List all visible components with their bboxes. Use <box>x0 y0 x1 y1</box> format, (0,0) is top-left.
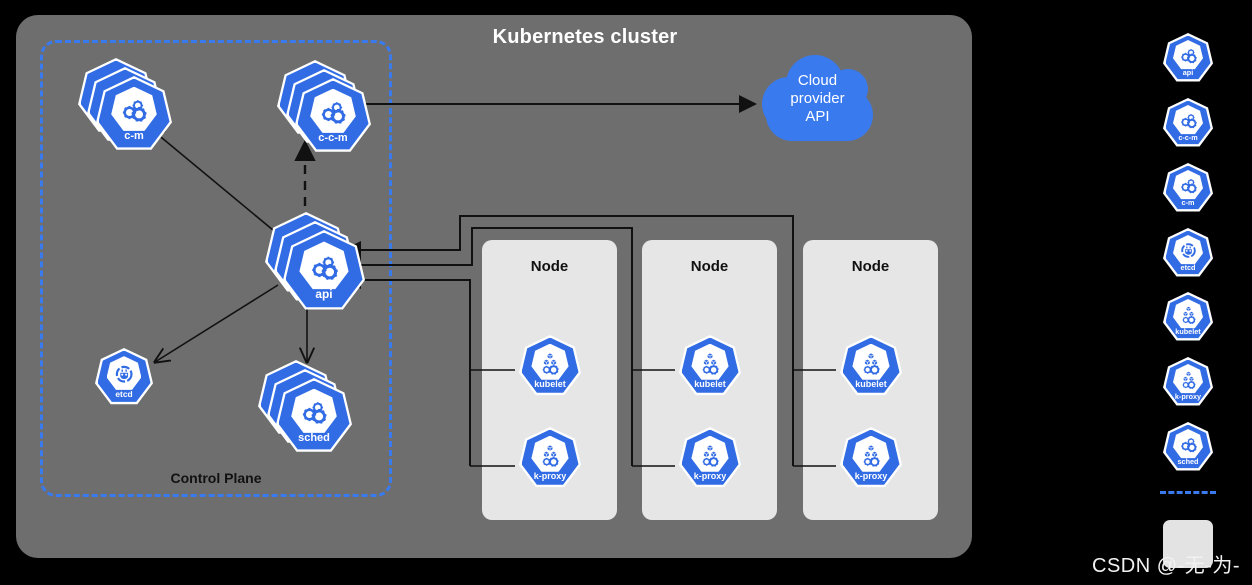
cubes-gears-glyph <box>542 353 559 375</box>
page-title: Kubernetes cluster <box>492 26 678 48</box>
gears-glyph <box>1180 179 1197 194</box>
control-plane-component-icon-c-m[interactable]: c-m <box>78 58 172 152</box>
legend: api c-c-m c-m etcd kubelet k-proxy sched <box>1140 30 1240 560</box>
legend-item-icon-kubelet[interactable]: kubelet <box>1163 292 1213 342</box>
node-component-icon-k-proxy[interactable]: k-proxy <box>840 427 902 489</box>
cubes-gears-glyph <box>1182 371 1196 390</box>
node-label: Node <box>851 258 890 275</box>
cloud-text-line: API <box>805 108 830 126</box>
node-component-icon-kubelet[interactable]: kubelet <box>519 335 581 397</box>
cloud-text-line: provider <box>790 89 845 107</box>
cubes-gears-glyph <box>542 445 559 467</box>
legend-item-icon-api[interactable]: api <box>1163 33 1213 83</box>
legend-item-icon-c-m[interactable]: c-m <box>1163 163 1213 213</box>
cubes-gears-glyph <box>702 445 719 467</box>
legend-item-icon-c-c-m[interactable]: c-c-m <box>1163 98 1213 148</box>
cubes-gears-glyph <box>1182 306 1196 325</box>
watermark: CSDN @-无-为- <box>1092 555 1241 577</box>
cloud-text-line: Cloud <box>797 71 838 89</box>
gears-glyph <box>1180 114 1197 129</box>
glyph-plate <box>852 435 890 472</box>
control-plane-component-icon-c-c-m[interactable]: c-c-m <box>277 60 371 154</box>
node-label: Node <box>690 258 729 275</box>
legend-dashed-boundary-sample <box>1160 491 1216 494</box>
glyph-plate <box>1173 364 1203 394</box>
node-component-icon-k-proxy[interactable]: k-proxy <box>519 427 581 489</box>
control-plane-component-icon-api[interactable]: api <box>265 212 365 312</box>
gears-glyph <box>1180 49 1197 64</box>
gears-glyph <box>1180 438 1197 453</box>
glyph-plate <box>852 343 890 380</box>
gears-glyph <box>122 100 147 123</box>
node-component-icon-kubelet[interactable]: kubelet <box>840 335 902 397</box>
legend-item-icon-sched[interactable]: sched <box>1163 422 1213 472</box>
cloud-base <box>766 89 873 141</box>
control-plane-component-icon-etcd[interactable]: etcd <box>95 348 153 406</box>
cubes-gears-glyph <box>702 353 719 375</box>
cubes-gears-glyph <box>863 445 880 467</box>
control-plane-label: Control Plane <box>170 470 262 486</box>
node-label: Node <box>530 258 569 275</box>
cubes-gears-glyph <box>863 353 880 375</box>
etcd-glyph <box>115 365 133 383</box>
node-component-icon-kubelet[interactable]: kubelet <box>679 335 741 397</box>
etcd-glyph <box>1180 243 1196 258</box>
legend-node-box-sample <box>1163 520 1213 568</box>
legend-item-icon-k-proxy[interactable]: k-proxy <box>1163 357 1213 407</box>
gears-glyph <box>312 256 338 280</box>
legend-item-icon-etcd[interactable]: etcd <box>1163 228 1213 278</box>
gears-glyph <box>302 402 327 425</box>
control-plane-component-icon-sched[interactable]: sched <box>258 360 352 454</box>
node-component-icon-k-proxy[interactable]: k-proxy <box>679 427 741 489</box>
glyph-plate <box>1173 299 1203 329</box>
gears-glyph <box>321 102 346 125</box>
